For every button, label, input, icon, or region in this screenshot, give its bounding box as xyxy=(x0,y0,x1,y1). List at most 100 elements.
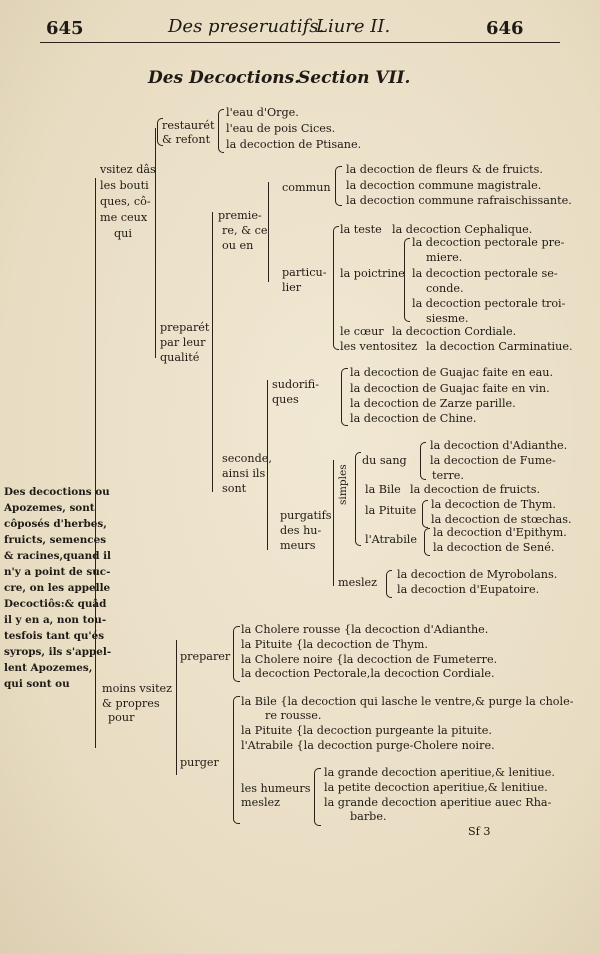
trunk-line-main xyxy=(95,178,96,748)
root-line: il y en a, non tou- xyxy=(4,614,107,626)
preparer-item: la Pituite {la decoction de Thym. xyxy=(241,638,428,651)
bile-item: la decoction de fruicts. xyxy=(410,483,541,496)
root-line: n'y a point de suc- xyxy=(4,566,111,578)
purgatifs-line: des hu- xyxy=(280,524,322,537)
humeurs-item: barbe. xyxy=(350,810,387,823)
particulier-line: particu- xyxy=(282,266,327,279)
sudorifiques-item: la decoction de Zarze parille. xyxy=(350,397,516,410)
humeurs-label: meslez xyxy=(241,796,281,809)
trunk-line-vsitez xyxy=(155,128,156,358)
teste-label: la teste xyxy=(340,223,382,236)
page-number-right: 646 xyxy=(486,18,524,39)
book-number: Liure II. xyxy=(316,16,391,37)
trunk-line-premiere xyxy=(268,182,269,282)
purger-label: purger xyxy=(180,756,219,769)
premiere-line: ou en xyxy=(222,239,254,252)
simples-label: simples xyxy=(337,464,349,505)
restaurer-item: l'eau d'Orge. xyxy=(226,106,299,119)
root-line: lent Apozemes, xyxy=(4,662,93,674)
moins-line: moins vsitez xyxy=(102,682,173,695)
bile-label: la Bile xyxy=(365,483,401,496)
purgatifs-line: purgatifs xyxy=(280,509,332,522)
sudorifiques-item: la decoction de Guajac faite en vin. xyxy=(350,382,550,395)
poictrine-item: conde. xyxy=(426,282,464,295)
brace xyxy=(314,768,321,826)
trunk-line-moins xyxy=(176,640,177,775)
restaurer-item: la decoction de Ptisane. xyxy=(226,138,362,151)
poictrine-item: siesme. xyxy=(426,312,469,325)
particulier-line: lier xyxy=(282,281,302,294)
pituite-label: la Pituite xyxy=(365,504,417,517)
poictrine-item: la decoction pectorale troi- xyxy=(412,297,566,310)
brace xyxy=(422,500,428,528)
coeur-item: la decoction Cordiale. xyxy=(392,325,517,338)
humeurs-label: les humeurs xyxy=(241,782,311,795)
purger-item: la Pituite {la decoction purgeante la pi… xyxy=(241,724,492,737)
brace xyxy=(355,452,361,546)
sang-item: la decoction de Fume- xyxy=(430,454,556,467)
page-number-left: 645 xyxy=(46,18,84,39)
sang-item: terre. xyxy=(432,469,464,482)
ventositez-item: la decoction Carminatiue. xyxy=(426,340,573,353)
purgatifs-line: meurs xyxy=(280,539,316,552)
trunk-line-purgatifs xyxy=(333,460,334,586)
pituite-item: la decoction de Thym. xyxy=(431,498,556,511)
brace xyxy=(424,528,430,556)
humeurs-item: la petite decoction aperitiue,& lenitiue… xyxy=(324,781,548,794)
vsitez-line: les bouti xyxy=(100,179,149,192)
premiere-line: premie- xyxy=(218,209,262,222)
commun-item: la decoction commune magistrale. xyxy=(346,179,542,192)
moins-line: & propres xyxy=(102,697,160,710)
brace xyxy=(404,238,410,322)
sudorifiques-item: la decoction de Guajac faite en eau. xyxy=(350,366,554,379)
trunk-line-seconde xyxy=(267,380,268,550)
root-line: cre, on les appelle xyxy=(4,582,111,594)
atrabile-label: l'Atrabile xyxy=(365,533,417,546)
root-line: tesfois tant qu'és xyxy=(4,630,105,642)
poictrine-item: la decoction pectorale se- xyxy=(412,267,558,280)
atrabile-item: la decoction de Sené. xyxy=(433,541,555,554)
qualite-line: par leur xyxy=(160,336,206,349)
brace xyxy=(233,696,240,824)
brace xyxy=(157,118,163,146)
poictrine-item: miere. xyxy=(426,251,463,264)
signature-mark: Sf 3 xyxy=(468,825,491,838)
restaurer-label: & refont xyxy=(162,133,211,146)
preparer-item: la Cholere noire {la decoction de Fumete… xyxy=(241,653,498,666)
purger-item: re rousse. xyxy=(265,709,322,722)
qualite-line: preparét xyxy=(160,321,210,334)
root-line: Decoctiôs:& quâd xyxy=(4,598,107,610)
qualite-line: qualité xyxy=(160,351,200,364)
brace xyxy=(233,626,240,682)
brace xyxy=(341,368,348,426)
seconde-line: ainsi ils xyxy=(222,467,266,480)
pituite-item: la decoction de stœchas. xyxy=(431,513,572,526)
vsitez-line: vsitez dâs xyxy=(100,163,156,176)
seconde-line: seconde, xyxy=(222,452,272,465)
root-line: Apozemes, sont xyxy=(4,502,95,514)
meslez-item: la decoction d'Eupatoire. xyxy=(397,583,540,596)
root-line: Des decoctions ou xyxy=(4,486,110,498)
root-line: syrops, ils s'appel- xyxy=(4,646,112,658)
ventositez-label: les ventositez xyxy=(340,340,418,353)
brace xyxy=(420,442,426,480)
preparer-item: la Cholere rousse {la decoction d'Adiant… xyxy=(241,623,489,636)
header-rule xyxy=(40,42,560,43)
sudorifiques-line: sudorifi- xyxy=(272,378,320,391)
root-line: qui sont ou xyxy=(4,678,70,690)
preparer-label: preparer xyxy=(180,650,231,663)
trunk-line-qualite xyxy=(212,212,213,492)
sang-label: du sang xyxy=(362,454,407,467)
vsitez-line: qui xyxy=(114,227,132,240)
poictrine-item: la decoction pectorale pre- xyxy=(412,236,565,249)
running-title: Des preseruatifs. xyxy=(168,16,325,37)
root-line: côposés d'herbes, xyxy=(4,518,107,530)
seconde-line: sont xyxy=(222,482,247,495)
preparer-item: la decoction Pectorale,la decoction Cord… xyxy=(241,667,495,680)
commun-label: commun xyxy=(282,181,331,194)
section-title: Des Decoctions. xyxy=(148,68,301,88)
brace xyxy=(218,109,224,153)
humeurs-item: la grande decoction aperitiue auec Rha- xyxy=(324,796,552,809)
restaurer-label: restaurét xyxy=(162,119,215,132)
